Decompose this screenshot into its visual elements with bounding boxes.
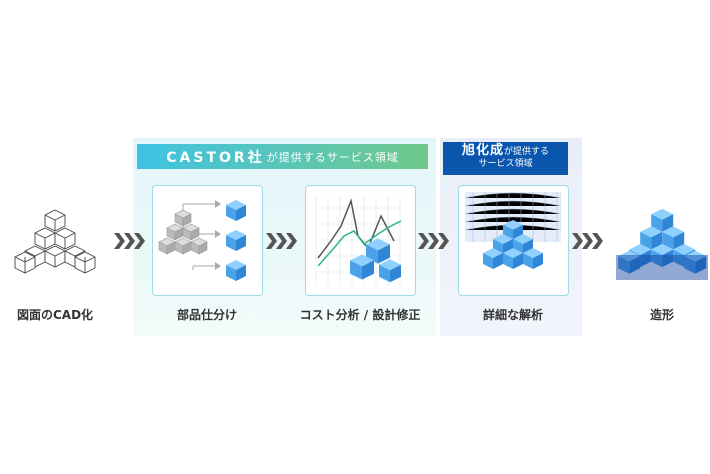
castor-brand: CASTOR社 [166, 149, 265, 166]
chevron-arrow-icon [418, 233, 449, 249]
blue-cubes-icon [616, 208, 708, 280]
step-label-fabrication: 造形 [649, 308, 674, 322]
castor-banner-suffix: が提供するサービス領域 [266, 150, 399, 164]
cost-chart-icon [315, 196, 406, 286]
step-label-cost: コスト分析 / 設計修正 [299, 308, 421, 322]
step-label-analysis: 詳細な解析 [482, 308, 543, 322]
part-sorting-card [152, 185, 263, 296]
chevron-arrow-icon [266, 233, 297, 249]
step-label-cad: 図面のCAD化 [16, 308, 94, 322]
part-sorting-icon [158, 200, 246, 281]
analysis-mesh-icon [464, 192, 562, 269]
chevron-arrow-icon [572, 233, 603, 249]
asahi-banner-suffix-1: が提供する [504, 147, 550, 157]
wireframe-cubes-icon [14, 209, 96, 274]
chevron-arrow-icon [114, 233, 145, 249]
asahi-banner-suffix-2: サービス領域 [478, 159, 533, 169]
asahi-brand: 旭化成 [461, 143, 504, 158]
cost-analysis-card [305, 185, 416, 296]
step-label-sorting: 部品仕分け [176, 308, 237, 322]
asahi-banner: 旭化成が提供する サービス領域 [443, 142, 568, 175]
detailed-analysis-card [458, 185, 569, 296]
castor-banner: CASTOR社 が提供するサービス領域 [137, 144, 428, 169]
